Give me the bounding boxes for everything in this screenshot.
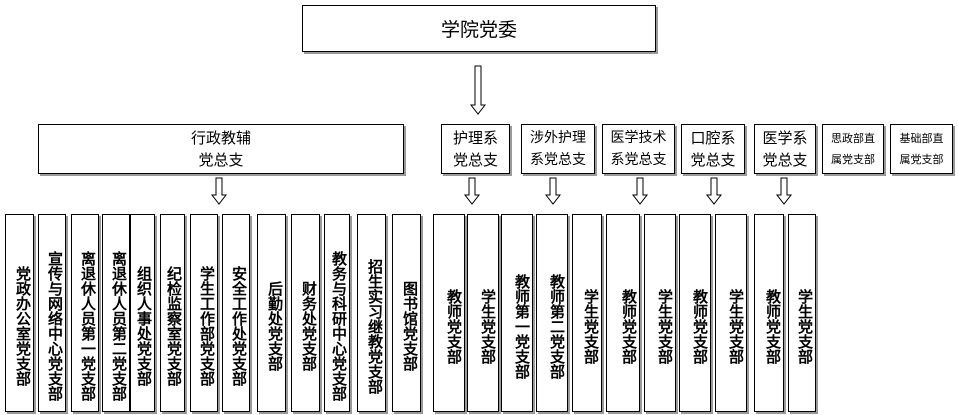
leaf-node: 宣传与网络中心党支部 bbox=[38, 214, 66, 412]
node-line: 党总支 bbox=[452, 151, 498, 169]
leaf-node: 学生工作部党支部 bbox=[190, 214, 218, 412]
leaf-node: 教师党支部 bbox=[679, 214, 711, 412]
leaf-node: 教务与科研中心党支部 bbox=[324, 214, 350, 412]
down-arrow-icon bbox=[544, 177, 562, 205]
node-line: 党总支 bbox=[762, 151, 808, 169]
node-yixuejishu: 医学技术 系党总支 bbox=[602, 124, 675, 174]
node-jichu: 基础部直 属党支部 bbox=[890, 124, 953, 174]
node-line: 护理系 bbox=[452, 129, 498, 147]
leaf-node: 离退休人员第一党支部 bbox=[71, 214, 99, 412]
leaf-node: 党政办公室党支部 bbox=[5, 214, 34, 412]
root-node: 学院党委 bbox=[302, 5, 656, 52]
leaf-node: 组织人事处党支部 bbox=[130, 214, 155, 412]
node-line: 系党总支 bbox=[530, 152, 586, 168]
leaf-node: 学生党支部 bbox=[788, 214, 816, 412]
down-arrow-icon bbox=[631, 177, 649, 205]
leaf-node: 学生党支部 bbox=[644, 214, 676, 412]
leaf-node: 教师党支部 bbox=[606, 214, 640, 412]
node-line: 系党总支 bbox=[610, 152, 667, 168]
node-line: 属党支部 bbox=[899, 153, 944, 166]
node-line: 基础部直 bbox=[899, 132, 944, 145]
leaf-node: 学生党支部 bbox=[467, 214, 499, 412]
leaf-node: 教师党支部 bbox=[754, 214, 784, 412]
node-line: 行政教辅 bbox=[190, 129, 251, 147]
leaf-node: 后勤处党支部 bbox=[257, 214, 286, 412]
node-line: 口腔系 bbox=[690, 129, 736, 147]
node-line: 医学系 bbox=[762, 129, 808, 147]
node-line: 医学技术 bbox=[610, 130, 667, 146]
node-line: 属党支部 bbox=[831, 153, 875, 166]
down-arrow-icon bbox=[705, 177, 723, 205]
node-shewai: 涉外护理 系党总支 bbox=[521, 124, 595, 174]
root-label: 学院党委 bbox=[440, 19, 517, 41]
leaf-node: 安全工作处党支部 bbox=[222, 214, 250, 412]
node-xingzheng: 行政教辅 党总支 bbox=[38, 124, 404, 174]
node-huli: 护理系 党总支 bbox=[441, 124, 510, 174]
leaf-node: 学生党支部 bbox=[572, 214, 602, 412]
node-sizheng: 思政部直 属党支部 bbox=[822, 124, 884, 174]
leaf-node: 纪检监察室党支部 bbox=[160, 214, 185, 412]
leaf-node: 教师第二党支部 bbox=[536, 214, 568, 412]
node-yixue: 医学系 党总支 bbox=[754, 124, 816, 174]
leaf-node: 教师党支部 bbox=[433, 214, 465, 412]
node-line: 党总支 bbox=[690, 151, 736, 169]
node-kouqiang: 口腔系 党总支 bbox=[681, 124, 745, 174]
leaf-node: 图书馆党支部 bbox=[392, 214, 421, 412]
down-arrow-icon bbox=[469, 65, 487, 115]
leaf-node: 教师第一党支部 bbox=[501, 214, 533, 412]
node-line: 思政部直 bbox=[831, 132, 875, 145]
node-line: 涉外护理 bbox=[530, 130, 586, 146]
leaf-node: 学生党支部 bbox=[715, 214, 747, 412]
leaf-node: 离退休人员第二党支部 bbox=[102, 214, 130, 412]
down-arrow-icon bbox=[463, 177, 481, 205]
node-line: 党总支 bbox=[198, 151, 244, 169]
down-arrow-icon bbox=[210, 177, 228, 205]
down-arrow-icon bbox=[775, 177, 793, 205]
leaf-node: 财务处党支部 bbox=[291, 214, 320, 412]
leaf-node: 招生实习继教党支部 bbox=[357, 214, 386, 412]
